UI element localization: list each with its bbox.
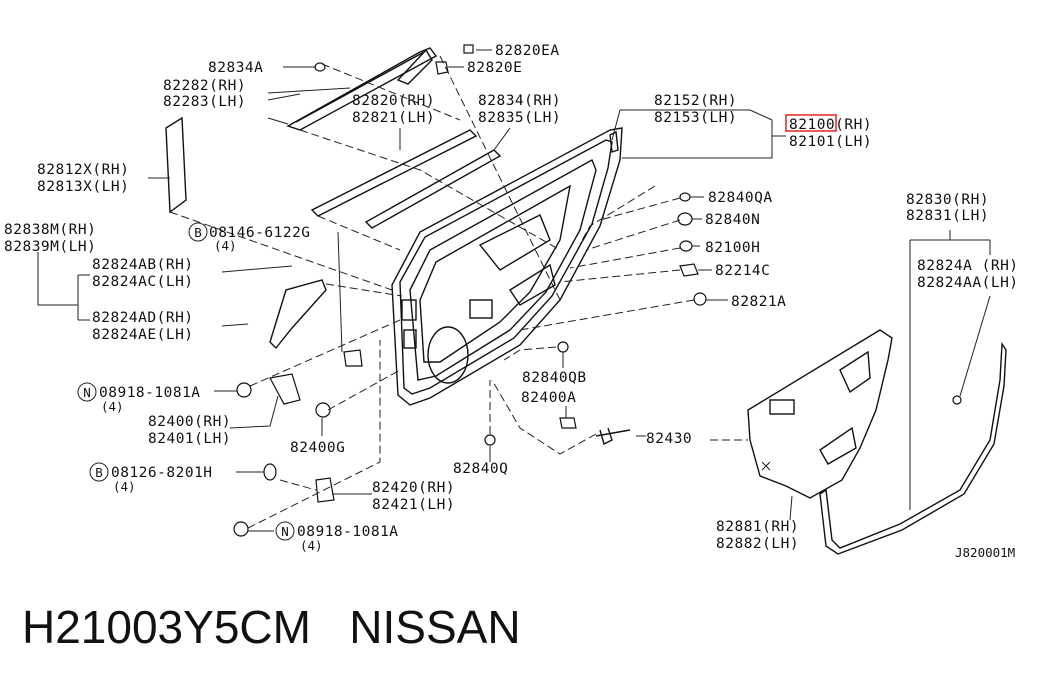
bolt-08146	[343, 349, 363, 367]
part-number: H21003Y5CM	[22, 601, 311, 653]
label-82830: 82830(RH)	[906, 192, 989, 208]
label-82100h: 82100H	[705, 240, 760, 256]
label-82838m: 82838M(RH)	[4, 222, 96, 238]
label-82824ad: 82824AD(RH)	[92, 310, 194, 326]
weatherstrip	[819, 341, 1007, 555]
rod-82400a	[559, 417, 577, 429]
label-08918-lower-qty: (4)	[300, 538, 323, 553]
leader-lines	[37, 49, 991, 532]
window-sash-molding	[286, 47, 502, 229]
label-08918-upper: 08918-1081A	[99, 385, 201, 401]
label-82283: 82283(LH)	[163, 94, 246, 110]
label-82101: 82101(LH)	[789, 134, 872, 150]
fastener-82100h	[679, 240, 693, 252]
label-82824a: 82824A (RH)	[917, 258, 1019, 274]
label-82840n: 82840N	[705, 212, 760, 228]
label-08918-upper-qty: (4)	[101, 399, 124, 414]
circle-marker-n-upper: N	[77, 382, 97, 402]
svg-text:N: N	[281, 524, 289, 539]
sealing-screen	[747, 329, 893, 499]
fastener-82821a	[693, 292, 707, 306]
label-08918-lower: 08918-1081A	[297, 524, 399, 540]
label-82881: 82881(RH)	[716, 519, 799, 535]
label-82840q: 82840Q	[453, 461, 508, 477]
fastener-82840qa	[679, 192, 691, 202]
label-82153: 82153(LH)	[654, 110, 737, 126]
label-82421: 82421(LH)	[372, 497, 455, 513]
circle-marker-b-lower: B	[89, 462, 109, 482]
label-82214c: 82214C	[715, 263, 770, 279]
circle-marker-n-lower: N	[275, 521, 295, 541]
label-82882: 82882(LH)	[716, 536, 799, 552]
label-82824aa: 82824AA(LH)	[917, 275, 1019, 291]
svg-text:N: N	[83, 385, 91, 400]
fastener-82820ea	[463, 44, 474, 54]
label-82839m: 82839M(LH)	[4, 239, 96, 255]
label-82420: 82420(RH)	[372, 480, 455, 496]
label-08146-qty: (4)	[214, 238, 237, 253]
label-82835: 82835(LH)	[478, 110, 561, 126]
label-82820e: 82820E	[467, 60, 522, 76]
label-82834a: 82834A	[208, 60, 263, 76]
assembly-dashes	[169, 55, 748, 529]
label-82400: 82400(RH)	[148, 414, 231, 430]
label-08126-qty: (4)	[113, 479, 136, 494]
label-82812x: 82812X(RH)	[37, 162, 129, 178]
label-08126: 08126-8201H	[111, 465, 213, 481]
label-82820: 82820(RH)	[352, 93, 435, 109]
label-08146: 08146-6122G	[209, 225, 311, 241]
label-82821: 82821(LH)	[352, 110, 435, 126]
label-82834: 82834(RH)	[478, 93, 561, 109]
label-82813x: 82813X(LH)	[37, 179, 129, 195]
fastener-82214c	[679, 263, 699, 277]
hinge-upper	[236, 373, 331, 418]
label-82840qa: 82840QA	[708, 190, 773, 206]
label-82824ab: 82824AB(RH)	[92, 257, 194, 273]
highlight-box	[785, 114, 837, 132]
label-82821a: 82821A	[731, 294, 786, 310]
label-82824ac: 82824AC(LH)	[92, 274, 194, 290]
svg-text:B: B	[95, 465, 103, 480]
label-82831: 82831(LH)	[906, 208, 989, 224]
label-82400a: 82400A	[521, 390, 576, 406]
fastener-82840n	[677, 212, 693, 226]
rod-82430	[595, 427, 631, 446]
circle-marker-b-upper: B	[188, 222, 208, 242]
door-shell	[391, 127, 623, 406]
label-82824ae: 82824AE(LH)	[92, 327, 194, 343]
label-82152: 82152(RH)	[654, 93, 737, 109]
label-82400g: 82400G	[290, 440, 345, 456]
label-82100: 82100(RH)	[789, 117, 872, 133]
svg-text:B: B	[194, 225, 202, 240]
fastener-82840q	[484, 434, 496, 446]
label-82282: 82282(RH)	[163, 78, 246, 94]
fastener-82840qb	[557, 341, 569, 353]
label-82840qb: 82840QB	[522, 370, 587, 386]
label-82430: 82430	[646, 431, 692, 447]
sash-garnish	[165, 116, 327, 350]
label-82820ea: 82820EA	[495, 43, 560, 59]
brand-name: NISSAN	[349, 601, 521, 653]
part-caption: H21003Y5CM NISSAN	[22, 600, 521, 654]
label-82401: 82401(LH)	[148, 431, 231, 447]
diagram-reference-code: J820001M	[955, 545, 1015, 560]
